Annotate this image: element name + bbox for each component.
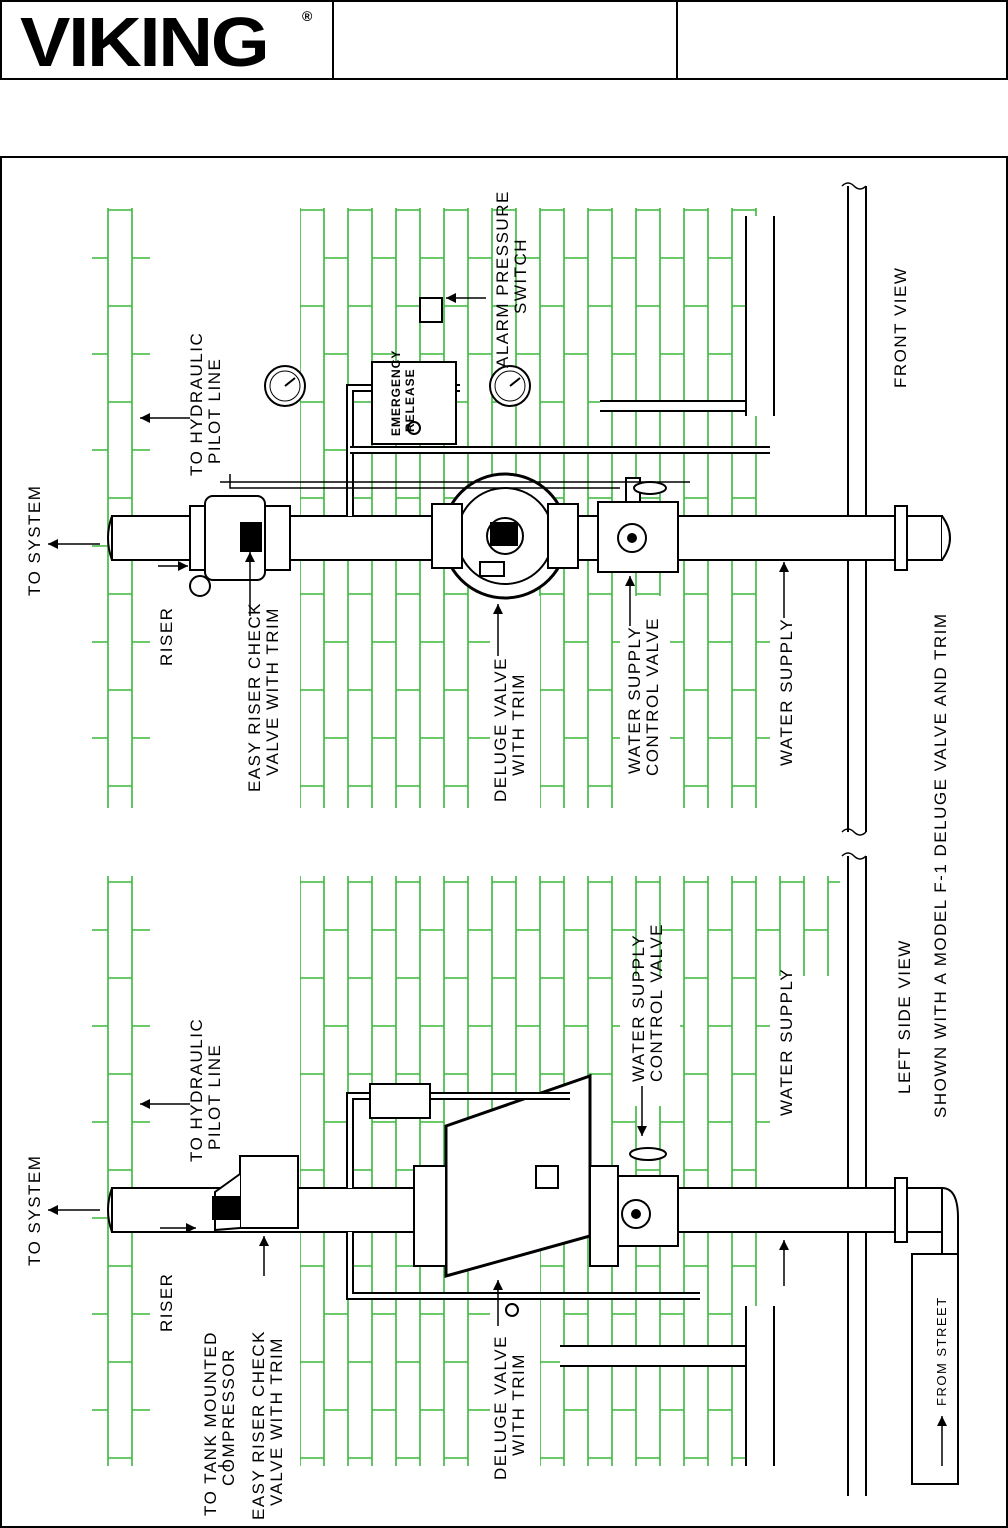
logo-box: VIKING ® (0, 0, 334, 80)
side-to-hydraulic-label-1: TO HYDRAULIC (187, 1018, 206, 1162)
side-easy-riser-label-1: EASY RISER CHECK (249, 1330, 268, 1520)
viking-logo: VIKING (20, 3, 270, 81)
front-alarm-label-1: ALARM PRESSURE (493, 190, 512, 368)
header-right-box (676, 0, 1008, 80)
figure-caption: SHOWN WITH A MODEL F-1 DELUGE VALVE AND … (931, 612, 950, 1118)
front-emergency-label-2: RELEASE (403, 368, 417, 432)
front-deluge-label-2: WITH TRIM (509, 673, 528, 776)
front-to-hydraulic-label-2: PILOT LINE (205, 358, 224, 464)
side-from-street-label: FROM STREET (934, 1296, 949, 1406)
front-deluge-label-1: DELUGE VALVE (491, 657, 510, 802)
front-easy-riser-label-1: EASY RISER CHECK (245, 602, 264, 792)
side-to-hydraulic-label-2: PILOT LINE (205, 1044, 224, 1150)
registered-mark: ® (302, 8, 313, 24)
side-to-system-label: TO SYSTEM (25, 1155, 44, 1266)
left-side-view: TO SYSTEM TO HYDRAULIC PILOT LINE RISER … (12, 612, 959, 1528)
front-to-hydraulic-label-1: TO HYDRAULIC (187, 332, 206, 476)
side-riser-label: RISER (157, 1273, 176, 1332)
side-wscv-label-1: WATER SUPPLY (629, 934, 648, 1082)
side-view-title: LEFT SIDE VIEW (895, 939, 914, 1094)
front-emergency-label-1: EMERGENCY (389, 350, 403, 436)
side-to-tank-label-1: TO TANK MOUNTED (201, 1331, 220, 1516)
diagram-svg: EMERGENCY RELEASE TO SYSTEM TO HYDRAULIC… (12, 182, 959, 1528)
front-alarm-label-2: SWITCH (511, 238, 530, 314)
page-header: VIKING ® (0, 0, 1008, 82)
front-view-title: FRONT VIEW (891, 267, 910, 388)
side-to-tank-label-2: COMPRESSOR (219, 1348, 238, 1486)
diagram-frame (0, 156, 1008, 1528)
side-wscv-label-2: CONTROL VALVE (647, 923, 666, 1082)
front-wscv-label-2: CONTROL VALVE (643, 617, 662, 776)
side-deluge-label-1: DELUGE VALVE (491, 1335, 510, 1480)
front-to-system-label: TO SYSTEM (25, 485, 44, 596)
side-easy-riser-label-2: VALVE WITH TRIM (267, 1337, 286, 1506)
front-wscv-label-1: WATER SUPPLY (625, 626, 644, 774)
side-water-supply-label: WATER SUPPLY (777, 968, 796, 1116)
header-middle-box (332, 0, 678, 80)
front-water-supply-label: WATER SUPPLY (777, 618, 796, 766)
front-riser-label: RISER (157, 607, 176, 666)
side-deluge-label-2: WITH TRIM (509, 1353, 528, 1456)
front-easy-riser-label-2: VALVE WITH TRIM (263, 607, 282, 776)
front-view: EMERGENCY RELEASE TO SYSTEM TO HYDRAULIC… (12, 182, 951, 836)
